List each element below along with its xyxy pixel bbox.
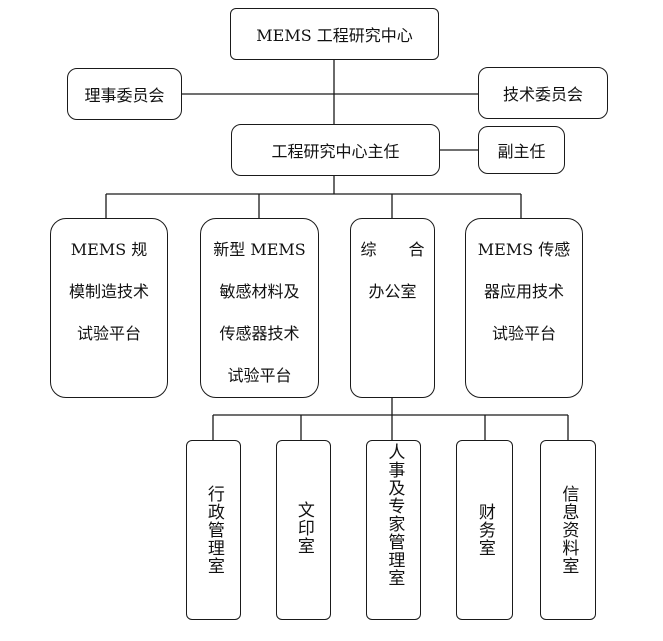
department-line: 试验平台: [76, 324, 141, 343]
deputy-node: 副主任: [478, 126, 565, 174]
department-line: MEMS 传感: [477, 240, 571, 259]
department-line: 器应用技术: [483, 282, 564, 301]
office-node: 财务室: [456, 440, 513, 620]
office-node: 信息资料室: [540, 440, 596, 620]
department-line: 试验平台: [227, 366, 292, 385]
department-line: 办公室: [368, 282, 417, 301]
tech-committee-label: 技术委员会: [502, 85, 583, 104]
deputy-label: 副主任: [497, 142, 546, 161]
office-label: 人事及专家管理室: [384, 443, 405, 587]
department-node: MEMS 规 模制造技术 试验平台: [50, 218, 168, 398]
office-label: 信息资料室: [558, 485, 579, 575]
office-label: 文印室: [293, 501, 314, 555]
top-node: MEMS 工程研究中心: [230, 8, 439, 60]
department-line: 模制造技术: [68, 282, 149, 301]
board-committee-label: 理事委员会: [84, 86, 165, 105]
department-node: 综 合 办公室: [350, 218, 435, 398]
department-node: 新型 MEMS 敏感材料及 传感器技术 试验平台: [200, 218, 319, 398]
office-node: 行政管理室: [186, 440, 241, 620]
department-line: 试验平台: [491, 324, 556, 343]
top-node-label: MEMS 工程研究中心: [256, 26, 413, 45]
director-node: 工程研究中心主任: [231, 124, 440, 176]
office-node: 文印室: [276, 440, 331, 620]
tech-committee-node: 技术委员会: [478, 67, 608, 119]
office-label: 行政管理室: [203, 485, 224, 575]
office-node: 人事及专家管理室: [366, 440, 421, 620]
department-line: MEMS 规: [70, 240, 148, 259]
director-label: 工程研究中心主任: [271, 142, 400, 161]
department-line: 综 合: [360, 240, 425, 259]
department-node: MEMS 传感 器应用技术 试验平台: [465, 218, 583, 398]
department-line: 新型 MEMS: [213, 240, 306, 259]
office-label: 财务室: [474, 503, 495, 557]
board-committee-node: 理事委员会: [67, 68, 182, 120]
department-line: 敏感材料及: [219, 282, 300, 301]
department-line: 传感器技术: [219, 324, 300, 343]
